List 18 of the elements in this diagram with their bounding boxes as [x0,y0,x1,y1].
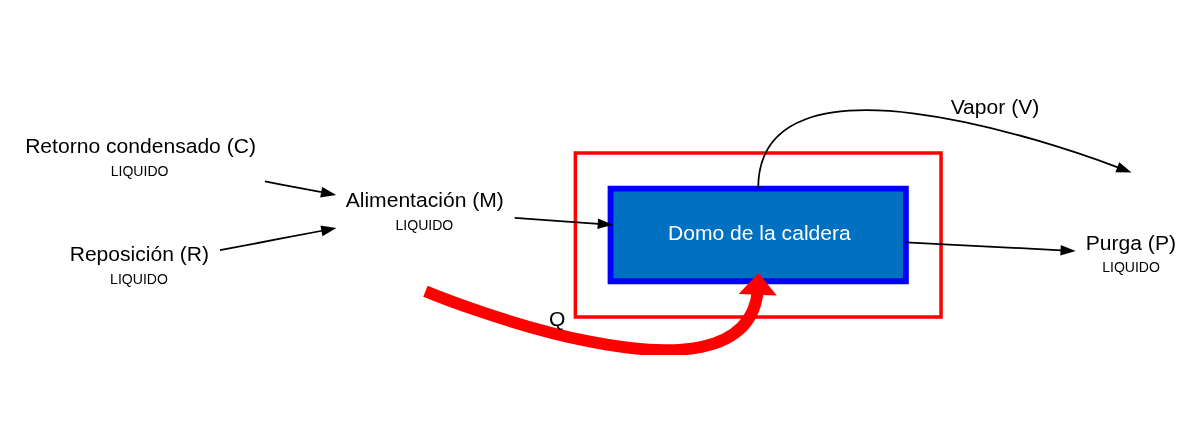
arrow [513,216,613,230]
arrow [219,225,337,252]
node-text: Reposición (R) [69,242,210,266]
node-label: LIQUIDO [110,162,169,179]
node-box: Domo de la caldera [607,185,909,285]
node-label: LIQUIDO [110,270,168,287]
edge-label: Q [549,306,566,330]
edge-label: Vapor (V) [950,94,1040,118]
arrow [264,180,337,198]
node-label: LIQUIDO [395,216,454,233]
node-label: LIQUIDO [1102,259,1160,276]
node-text: Retorno condensado (C) [25,134,256,158]
cluster [573,151,943,319]
node-text: Alimentación (M) [345,188,504,212]
node-text: Purga (P) [1085,230,1176,254]
arrow [905,241,1076,256]
arrow [423,272,777,355]
arrow [757,109,1132,189]
